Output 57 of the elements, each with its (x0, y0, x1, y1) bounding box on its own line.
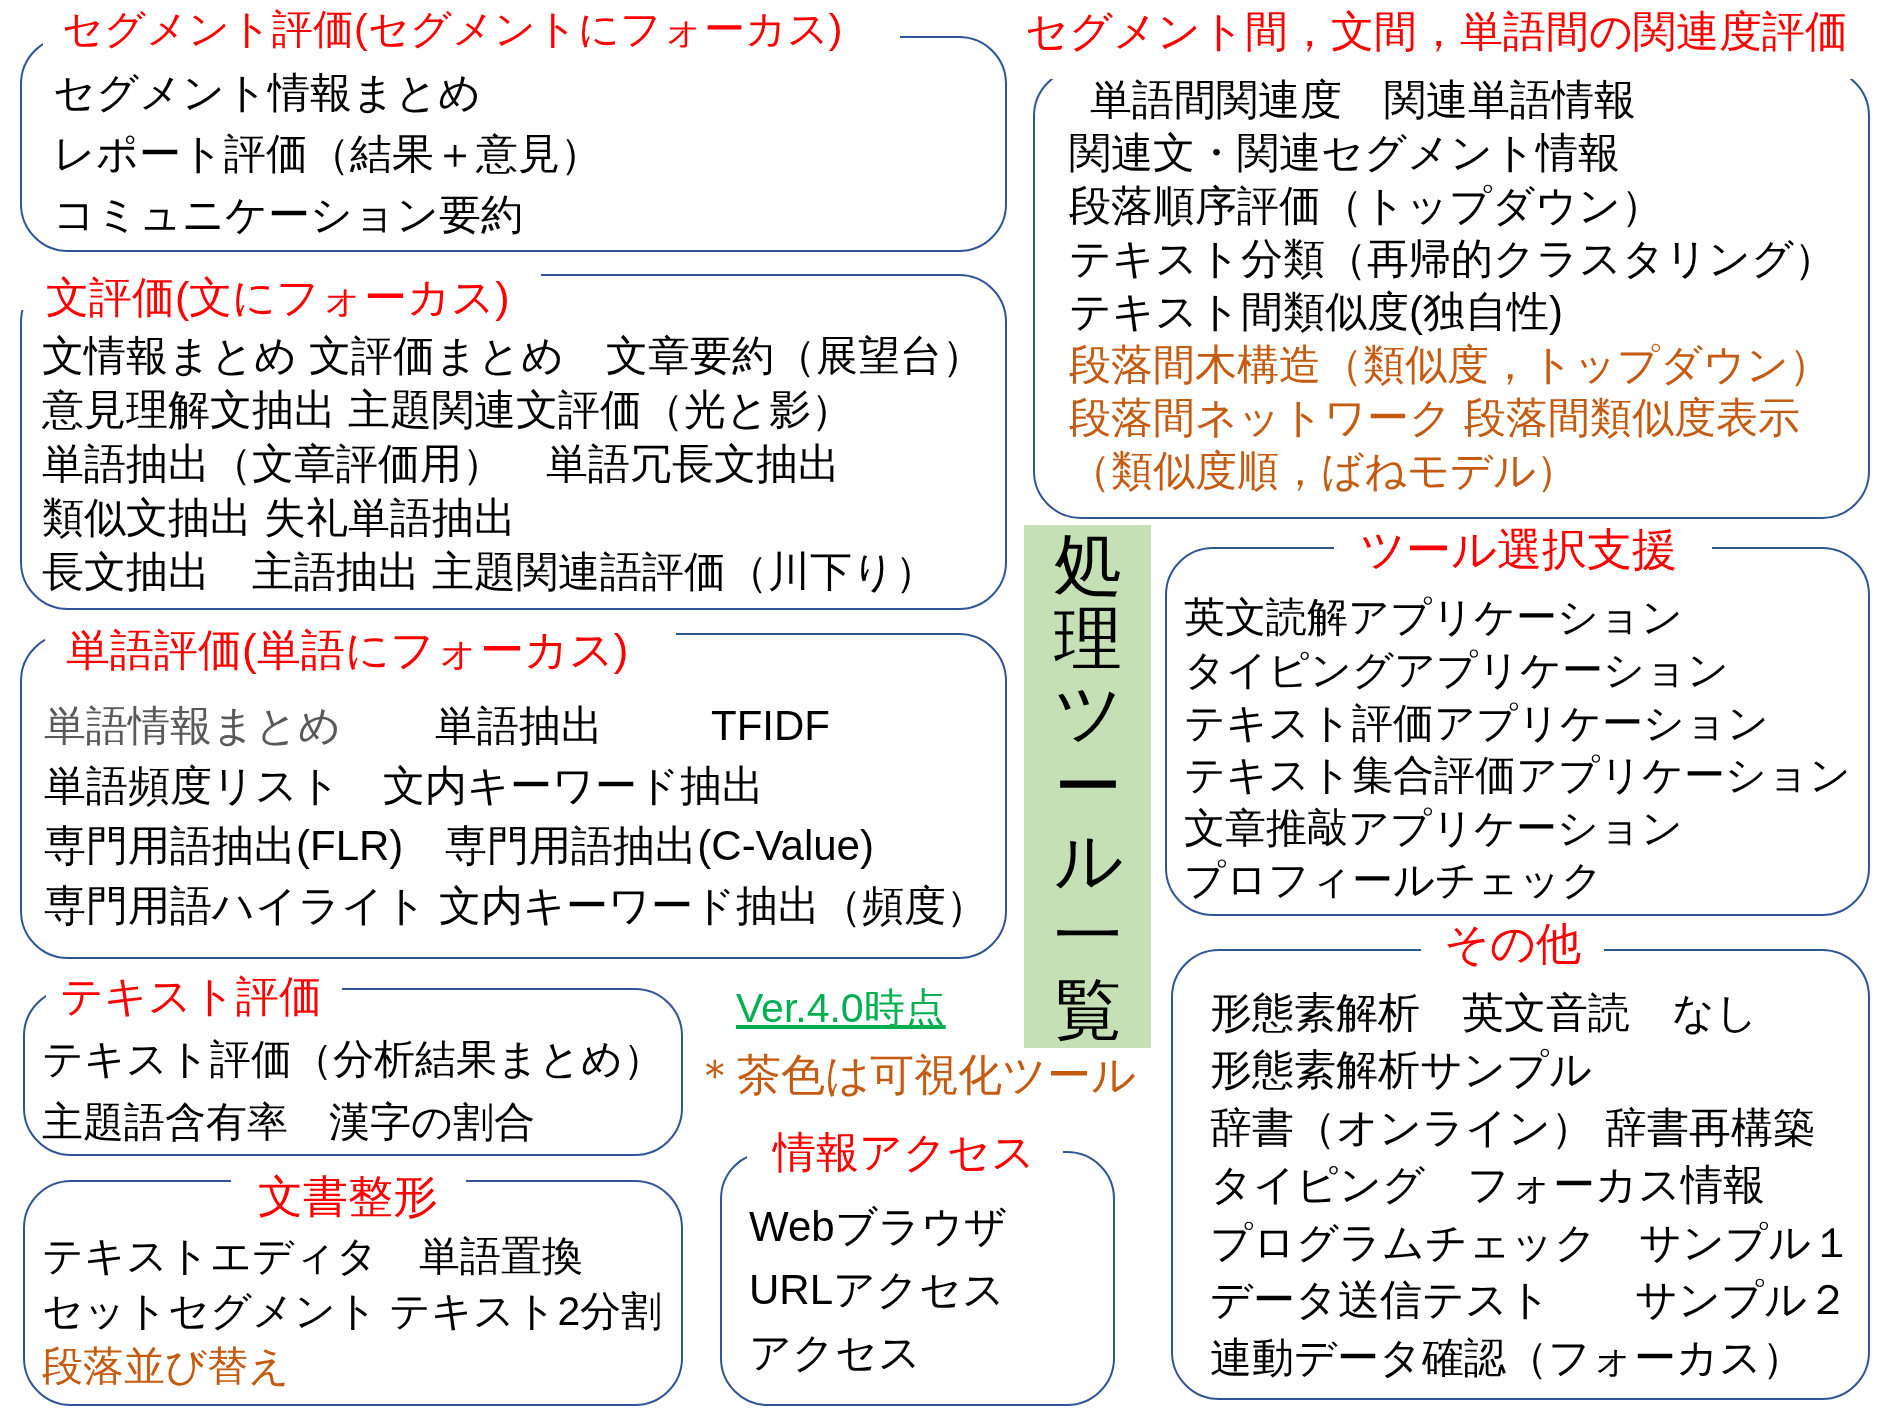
color-key-note: ＊茶色は可視化ツール (693, 1048, 1136, 1101)
version-note: Ver.4.0時点 (736, 984, 946, 1034)
tool-list-line: タイピングアプリケーション (1184, 646, 1729, 695)
tool-list-line: タイピング フォーカス情報 (1210, 1160, 1765, 1211)
tool-list-line: 段落間ネットワーク 段落間類似度表示（類似度順，ばねモデル） (1069, 393, 1801, 497)
tool-list-line: 類似文抽出 失礼単語抽出 (42, 492, 516, 543)
tool-list-line: TFIDF (711, 700, 830, 751)
tool-list-line: テキスト分類（再帰的クラスタリング） (1069, 233, 1836, 284)
tool-list-line: テキスト間類似度(独自性) (1069, 286, 1563, 337)
tool-list-line: テキストエディタ 単語置換 (42, 1232, 583, 1282)
panel-heading: 単語評価(単語にフォーカス) (66, 623, 629, 676)
tool-list-line: 段落並び替え (42, 1342, 290, 1392)
tool-list-line: テキスト評価（分析結果まとめ） (42, 1035, 664, 1085)
tool-list-line: 段落間木構造（類似度，トップダウン） (1069, 339, 1831, 390)
category-panel (1025, 6, 1870, 519)
tool-list-line: 単語情報まとめ (44, 700, 341, 751)
tool-list-line: 英文読解アプリケーション (1184, 593, 1683, 643)
tool-list-line: プログラムチェック サンプル１ (1210, 1217, 1853, 1268)
panel-heading: セグメント評価(セグメントにフォーカス) (62, 5, 843, 55)
category-panel (20, 272, 1007, 610)
vertical-title: 処理ツール一覧 (1053, 527, 1122, 1046)
tool-list-line: 単語抽出 (435, 700, 603, 751)
tool-list-line: 専門用語抽出(FLR) 専門用語抽出(C-Value) (44, 820, 874, 871)
tool-list-line: 文情報まとめ 文評価まとめ 文章要約（展望台） (42, 330, 984, 381)
tool-list-line: 専門用語ハイライト 文内キーワード抽出（頻度） (44, 880, 988, 931)
tool-list-line: 単語間関連度 関連単語情報 (1090, 74, 1636, 125)
tool-list-line: 長文抽出 主語抽出 主題関連語評価（川下り） (42, 546, 937, 597)
title-banner (1024, 525, 1151, 1048)
tool-list-line: 関連文・関連セグメント情報 (1069, 127, 1620, 178)
tool-list-line: 主題語含有率 漢字の割合 (42, 1098, 535, 1148)
tool-list-line: 段落順序評価（トップダウン） (1069, 180, 1663, 231)
tool-list-line: 形態素解析サンプル (1210, 1045, 1592, 1096)
tool-list-line: 意見理解文抽出 主題関連文評価（光と影） (42, 384, 853, 435)
panel-heading: 情報アクセス (773, 1127, 1035, 1179)
tool-list-line: 辞書（オンライン） 辞書再構築 (1210, 1102, 1815, 1153)
panel-heading: その他 (1444, 917, 1581, 971)
tool-list-line: 連動データ確認（フォーカス） (1210, 1332, 1804, 1383)
tool-list-line: Webブラウザ (749, 1201, 1007, 1252)
panel-heading: 文書整形 (258, 1170, 438, 1224)
tool-list-line: セットセグメント テキスト2分割 (42, 1287, 663, 1337)
tool-list-line: 文章推敲アプリケーション (1184, 803, 1683, 853)
tool-list-line: アクセス (749, 1327, 921, 1378)
panel-heading: 文評価(文にフォーカス) (46, 272, 510, 324)
panel-heading: テキスト評価 (60, 971, 322, 1023)
tool-list-line: コミュニケーション要約 (53, 189, 523, 240)
tool-list-line: セグメント情報まとめ (53, 67, 481, 118)
tool-list-line: URLアクセス (749, 1264, 1006, 1315)
tool-list-line: テキスト集合評価アプリケーション (1184, 751, 1851, 801)
tool-list-line: テキスト評価アプリケーション (1184, 698, 1769, 748)
panel-heading: ツール選択支援 (1360, 523, 1677, 577)
panel-heading: セグメント間，文間，単語間の関連度評価 (1025, 6, 1848, 58)
tool-list-line: レポート評価（結果＋意見） (53, 128, 602, 179)
tool-list-line: プロフィールチェック (1184, 856, 1603, 906)
tool-list-line: データ送信テスト サンプル２ (1210, 1275, 1849, 1326)
tool-list-line: 形態素解析 英文音読 なし (1210, 987, 1758, 1038)
tool-list-line: 単語抽出（文章評価用） 単語冗長文抽出 (42, 438, 840, 489)
tool-list-line: 単語頻度リスト 文内キーワード抽出 (44, 760, 764, 811)
